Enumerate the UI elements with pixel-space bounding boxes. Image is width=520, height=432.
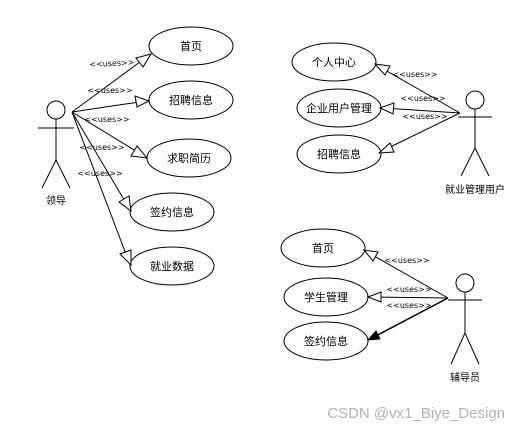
actor-employment-admin-label: 就业管理用户 (445, 183, 505, 196)
usecase-leader-contract: 签约信息 (129, 192, 215, 232)
usecase-admin-enterprise-users: 企业用户管理 (296, 88, 382, 128)
actor-leader-label: 领导 (46, 194, 66, 207)
usecase-leader-home: 首页 (148, 26, 234, 66)
usecase-leader-contract-label: 签约信息 (150, 205, 194, 219)
watermark: CSDN @vx1_Biye_Design (327, 405, 505, 422)
assoc-admin-personal-center (373, 63, 461, 114)
assoc-admin-enterprise-users (378, 102, 461, 115)
assoc-leader-resume (71, 111, 149, 159)
stereotype-counselor-student-management: <<uses>> (386, 285, 431, 294)
assoc-leader-employment-data (71, 111, 132, 267)
usecase-admin-enterprise-users-label: 企业用户管理 (306, 101, 372, 115)
stereotype-leader-employment-data: <<uses>> (77, 169, 122, 178)
assoc-leader-home (71, 53, 153, 113)
usecase-leader-home-label: 首页 (180, 39, 202, 53)
usecase-counselor-student-management-label: 学生管理 (304, 290, 348, 304)
usecase-leader-recruitment-label: 招聘信息 (169, 93, 213, 107)
stereotype-counselor-contract: <<uses>> (386, 301, 431, 310)
usecase-counselor-contract: 签约信息 (283, 321, 369, 361)
usecase-admin-recruitment-label: 招聘信息 (317, 147, 361, 161)
usecase-leader-resume: 求职简历 (146, 138, 232, 178)
usecase-counselor-student-management: 学生管理 (283, 277, 369, 317)
usecase-leader-recruitment: 招聘信息 (148, 80, 234, 120)
stereotype-leader-recruitment: <<uses>> (87, 86, 132, 95)
stereotype-leader-home: <<uses>> (89, 58, 135, 69)
usecase-admin-personal-center: 个人中心 (291, 42, 377, 82)
actor-leader (38, 100, 74, 189)
actor-counselor-label: 辅导员 (450, 371, 480, 384)
usecase-counselor-home-label: 首页 (312, 241, 334, 255)
assoc-counselor-contract (366, 297, 449, 341)
actor-counselor (448, 273, 482, 365)
stereotype-leader-resume: <<uses>> (84, 115, 129, 124)
usecase-leader-resume-label: 求职简历 (167, 151, 211, 165)
usecase-admin-recruitment: 招聘信息 (296, 134, 382, 174)
stereotype-admin-recruitment: <<uses>> (402, 112, 447, 121)
usecase-admin-personal-center-label: 个人中心 (312, 56, 356, 69)
assoc-counselor-student-management (366, 291, 449, 303)
usecase-leader-employment-data-label: 就业数据 (150, 259, 194, 273)
assoc-leader-contract (71, 111, 132, 213)
usecase-leader-employment-data: 就业数据 (129, 246, 215, 286)
stereotype-admin-personal-center: <<uses>> (392, 70, 437, 79)
usecase-counselor-contract-label: 签约信息 (304, 334, 348, 348)
assoc-leader-recruitment (71, 95, 151, 113)
assoc-admin-recruitment (377, 112, 461, 154)
stereotype-admin-enterprise-users: <<uses>> (400, 94, 445, 103)
assoc-counselor-home (362, 249, 449, 299)
usecase-counselor-home: 首页 (280, 228, 366, 268)
stereotype-leader-contract: <<uses>> (79, 143, 124, 152)
stereotype-counselor-home: <<uses>> (384, 256, 429, 265)
actor-employment-admin (458, 90, 492, 177)
